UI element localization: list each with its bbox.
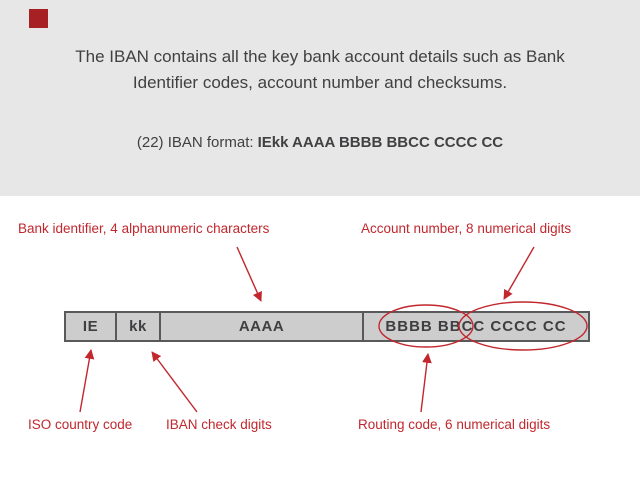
label-iban-check-digits: IBAN check digits [166, 417, 272, 432]
format-prefix: (22) IBAN format: [136, 134, 254, 151]
format-value: IEkk AAAA BBBB BBCC CCCC CC [257, 134, 504, 151]
label-account-number: Account number, 8 numerical digits [361, 221, 572, 236]
segment-iso-country-code: IE [64, 311, 117, 342]
segment-routing-and-account: BBBB BBCC CCCC CC [362, 311, 590, 342]
segment-check-digits: kk [115, 311, 161, 342]
segment-bank-identifier: AAAA [159, 311, 364, 342]
label-bank-identifier: Bank identifier, 4 alphanumeric characte… [18, 221, 270, 236]
iso-country-arrow [79, 349, 95, 413]
header-panel: The IBAN contains all the key bank accou… [0, 0, 640, 196]
routing-code-arrow [420, 353, 432, 413]
check-digits-arrow [151, 351, 198, 413]
red-square-decoration [29, 9, 48, 28]
iban-description: The IBAN contains all the key bank accou… [75, 47, 565, 92]
iban-format-line: (22) IBAN format:IEkk AAAA BBBB BBCC CCC… [0, 134, 640, 151]
label-routing-code: Routing code, 6 numerical digits [358, 417, 551, 432]
iban-bar: IE kk AAAA BBBB BBCC CCCC CC [64, 311, 590, 342]
bank-identifier-arrow [236, 246, 262, 302]
label-iso-country-code: ISO country code [28, 417, 133, 432]
account-number-arrow [503, 246, 535, 300]
